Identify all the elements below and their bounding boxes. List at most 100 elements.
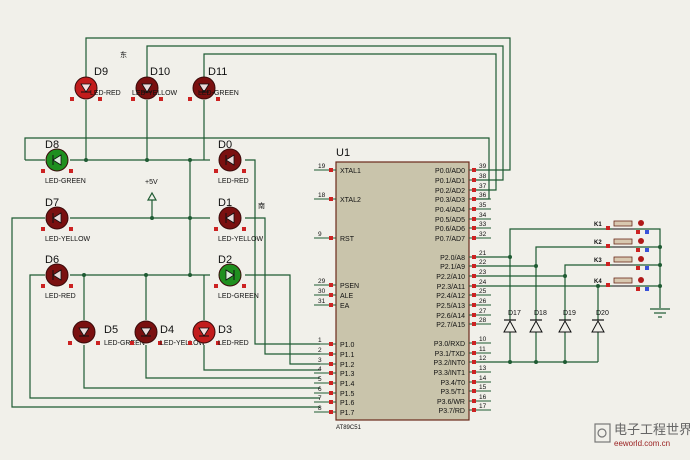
pin-number: 4 bbox=[318, 366, 322, 373]
diode-d17: D17 bbox=[503, 310, 521, 333]
pin-number: 29 bbox=[318, 278, 326, 285]
pin-marker bbox=[188, 341, 192, 345]
led-ref: D5 bbox=[104, 324, 118, 336]
diode-d18: D18 bbox=[529, 310, 547, 333]
pin-name: P2.4/A12 bbox=[436, 293, 465, 300]
pin-name: EA bbox=[340, 303, 350, 310]
key-state-indicator-icon bbox=[638, 256, 644, 262]
key-ref: K2 bbox=[594, 240, 602, 246]
pin-marker bbox=[329, 400, 333, 404]
key-cap[interactable] bbox=[613, 277, 633, 284]
pin-number: 39 bbox=[479, 163, 487, 170]
led-ref: D7 bbox=[45, 197, 59, 209]
pin-name: P1.3 bbox=[340, 371, 355, 378]
pin-marker bbox=[606, 226, 610, 230]
pin-name: P0.4/AD4 bbox=[435, 207, 465, 214]
key-cap[interactable] bbox=[613, 238, 633, 245]
chip-body bbox=[335, 161, 470, 421]
led-symbol-icon bbox=[198, 83, 210, 93]
pin-name: P3.7/RD bbox=[439, 408, 465, 415]
pin-marker bbox=[214, 227, 218, 231]
pin-marker bbox=[472, 178, 476, 182]
pin-marker bbox=[472, 188, 476, 192]
led-type: LED-GREEN bbox=[45, 178, 86, 185]
pin-marker bbox=[216, 97, 220, 101]
pin-marker bbox=[214, 284, 218, 288]
pin-name: RST bbox=[340, 236, 355, 243]
pin-marker bbox=[645, 248, 649, 252]
pin-marker bbox=[69, 284, 73, 288]
pin-marker bbox=[636, 230, 640, 234]
pin-name: P2.2/A10 bbox=[436, 274, 465, 281]
pin-marker bbox=[96, 341, 100, 345]
pin-marker bbox=[98, 97, 102, 101]
led-symbol-icon bbox=[78, 327, 90, 337]
chip-ref: U1 bbox=[336, 147, 350, 159]
pin-number: 30 bbox=[318, 288, 326, 295]
key-ref: K3 bbox=[594, 258, 602, 264]
pin-marker bbox=[472, 264, 476, 268]
pin-marker bbox=[472, 207, 476, 211]
pin-name: XTAL2 bbox=[340, 197, 361, 204]
led-ref: D4 bbox=[160, 324, 174, 336]
pin-marker bbox=[69, 227, 73, 231]
diode-symbol-icon bbox=[503, 319, 517, 333]
supply-label: +5V bbox=[145, 179, 158, 186]
chip-pin-p1-4: 5P1.4 bbox=[314, 376, 355, 388]
watermark-logo-icon bbox=[594, 423, 611, 443]
pin-marker bbox=[472, 408, 476, 412]
diode-symbol-icon bbox=[529, 319, 543, 333]
pin-marker bbox=[645, 287, 649, 291]
pin-marker bbox=[216, 341, 220, 345]
pin-marker bbox=[636, 287, 640, 291]
key-cap[interactable] bbox=[613, 220, 633, 227]
pin-number: 27 bbox=[479, 308, 487, 315]
diode-d19: D19 bbox=[558, 310, 576, 333]
pin-name: P1.5 bbox=[340, 391, 355, 398]
key-k4[interactable]: K4 bbox=[594, 277, 649, 291]
key-state-indicator-icon bbox=[638, 238, 644, 244]
pin-number: 13 bbox=[479, 365, 487, 372]
chip-pin-p1-0: 1P1.0 bbox=[314, 337, 355, 349]
key-k1[interactable]: K1 bbox=[594, 220, 649, 234]
pin-number: 25 bbox=[479, 288, 487, 295]
led-symbol-icon bbox=[80, 83, 92, 93]
pin-name: P1.6 bbox=[340, 400, 355, 407]
key-k2[interactable]: K2 bbox=[594, 238, 649, 252]
pin-number: 26 bbox=[479, 298, 487, 305]
led-symbol-icon bbox=[52, 212, 62, 224]
pin-number: 24 bbox=[479, 279, 487, 286]
pin-number: 16 bbox=[479, 394, 487, 401]
led-ref: D9 bbox=[94, 66, 108, 78]
diode-d20: D20 bbox=[591, 310, 609, 333]
pin-name: P0.2/AD2 bbox=[435, 188, 465, 195]
pin-marker bbox=[188, 97, 192, 101]
pin-number: 1 bbox=[318, 337, 322, 344]
key-cap[interactable] bbox=[613, 256, 633, 263]
pin-number: 2 bbox=[318, 347, 322, 354]
key-k3[interactable]: K3 bbox=[594, 256, 649, 270]
watermark: 电子工程世界 eeworld.com.cn bbox=[592, 420, 690, 458]
chip-left-pins: 19XTAL118XTAL29RST29PSEN30ALE31EA1P1.02P… bbox=[314, 163, 361, 417]
led-symbol-icon bbox=[198, 327, 210, 337]
pin-name: P3.2/INT0 bbox=[433, 360, 465, 367]
pin-number: 14 bbox=[479, 375, 487, 382]
pin-marker bbox=[329, 283, 333, 287]
pin-marker bbox=[472, 217, 476, 221]
led-ref: D1 bbox=[218, 197, 232, 209]
pin-marker bbox=[70, 97, 74, 101]
